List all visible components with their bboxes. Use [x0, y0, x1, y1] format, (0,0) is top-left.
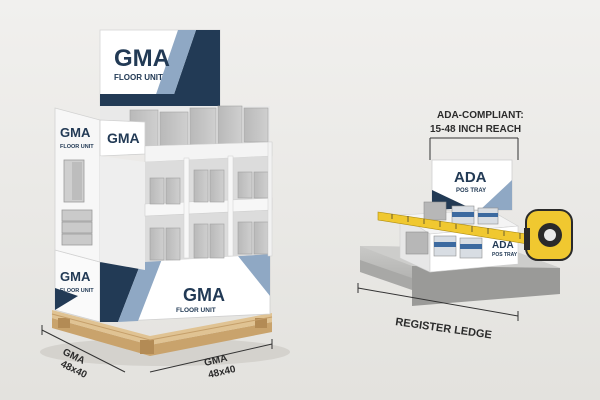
left-side-label: FLOOR UNIT — [60, 144, 94, 150]
middle-shelf-boxes — [149, 169, 269, 205]
left-side-panel: GMA FLOOR UNIT — [54, 107, 101, 263]
pos-tray-title: ADA — [454, 169, 487, 186]
floor-unit-display: GMA FLOOR UNIT GMA FLOOR UNIT GMA FLOOR … — [40, 29, 290, 366]
wooden-pallet — [51, 310, 273, 356]
top-front-panel: GMA — [99, 119, 146, 157]
base-left-panel: GMA FLOOR UNIT — [54, 249, 101, 323]
base-left-label: FLOOR UNIT — [60, 288, 94, 294]
header-label: FLOOR UNIT — [114, 73, 163, 82]
left-side-brand: GMA — [60, 125, 91, 140]
header-brand: GMA — [114, 45, 170, 72]
pos-tray: ADA POS TRAY ADA POS TRAY — [399, 159, 519, 273]
reach-callout-line1: ADA-COMPLIANT: — [437, 110, 524, 121]
reach-callout: ADA-COMPLIANT: 15-48 INCH REACH — [429, 110, 524, 160]
tape-measure — [377, 209, 573, 261]
pos-tray-side-label: POS TRAY — [492, 252, 518, 258]
base-front-panel: GMA FLOOR UNIT — [99, 253, 271, 323]
pos-tray-label: POS TRAY — [456, 188, 486, 194]
base-front-label: FLOOR UNIT — [176, 307, 216, 314]
top-front-brand: GMA — [107, 130, 140, 146]
reach-callout-line2: 15-48 INCH REACH — [430, 124, 521, 135]
header-sign: GMA FLOOR UNIT — [99, 29, 221, 107]
top-shelf-boxes — [129, 105, 269, 147]
base-left-brand: GMA — [60, 269, 91, 284]
base-front-brand: GMA — [183, 285, 225, 305]
pallet-dim-right-line1: GMA — [203, 353, 228, 369]
lower-shelf-boxes — [149, 221, 269, 261]
pos-tray-side-brand: ADA — [492, 240, 514, 251]
